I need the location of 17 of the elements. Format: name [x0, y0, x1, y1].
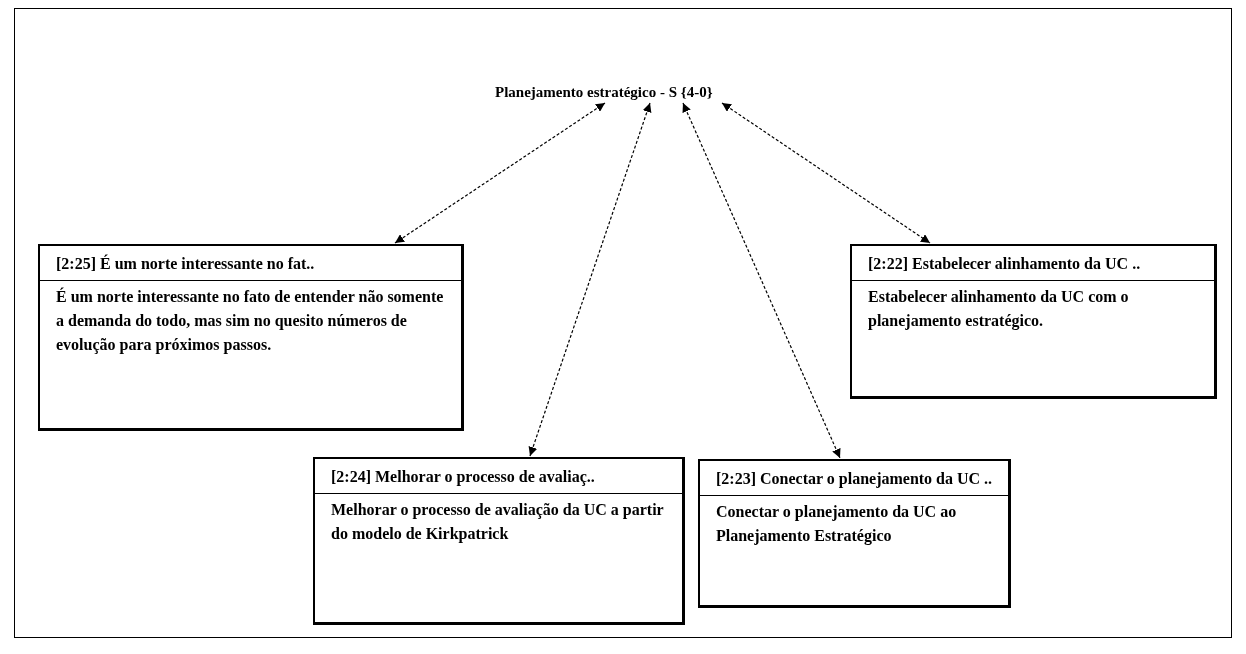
quotation-heading: [2:22] Estabelecer alinhamento da UC .. — [852, 246, 1214, 281]
dashed-arrow — [394, 102, 606, 244]
quotation-box — [38, 244, 464, 431]
quotation-text: Melhorar o processo de avaliação da UC a partir do modelo de Kirkpatrick — [330, 500, 665, 545]
dashed-arrow — [682, 102, 841, 459]
quotation-text: Conectar o planejamento da UC ao Planejamento Estratégico — [715, 502, 958, 547]
quotation-heading: [2:25] É um norte interessante no fat.. — [40, 246, 461, 281]
dashed-arrow — [721, 102, 931, 244]
quotation-text: Estabelecer alinhamento da UC com o planejamento estratégico. — [867, 287, 1130, 332]
code-title: Planejamento estratégico - S {4-0} — [495, 84, 713, 100]
quotation-box — [698, 459, 1011, 608]
quotation-heading: [2:24] Melhorar o processo de avaliaç.. — [315, 459, 682, 494]
dashed-arrow — [528, 102, 652, 457]
quotation-heading: [2:23] Conectar o planejamento da UC .. — [700, 461, 1008, 496]
quotation-text: É um norte interessante no fato de entender não somente a demanda do todo, mas sim no quesito números de evolução para próximos passos. — [55, 286, 445, 356]
quotation-box — [850, 244, 1217, 399]
quotation-box — [313, 457, 685, 625]
